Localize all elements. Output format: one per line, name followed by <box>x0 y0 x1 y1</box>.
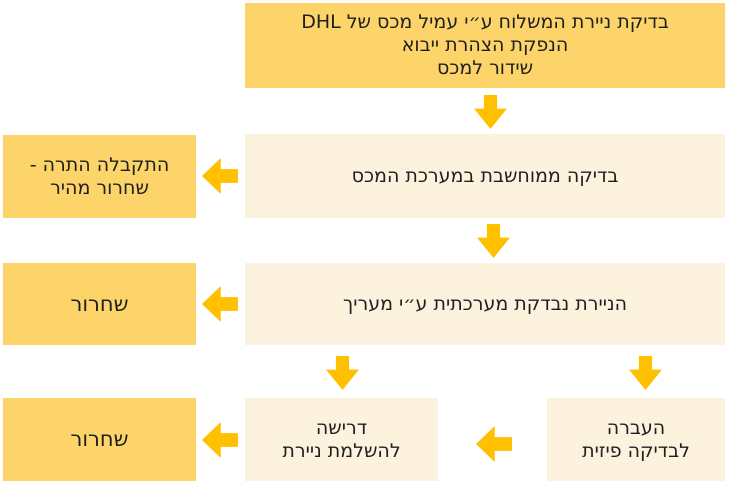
node-line: לבדיקה פיזית <box>582 439 690 462</box>
node-line: התקבלה התרה - <box>29 153 170 176</box>
node-shipment-check: בדיקת ניירת המשלוח ע״י עמיל מכס של DHL ה… <box>245 3 725 88</box>
arrow-left-icon <box>476 426 512 462</box>
node-line: שידור למכס <box>436 57 534 79</box>
arrow-down-icon <box>474 95 507 129</box>
node-assessor-check: הניירת נבדקת מערכתית ע״י מעריך <box>245 263 725 345</box>
node-line: שחרור <box>70 427 129 451</box>
node-line: שחרור מהיר <box>50 176 149 199</box>
arrow-down-icon <box>477 224 510 258</box>
node-line: דרישה <box>315 416 368 439</box>
arrow-left-icon <box>202 286 238 322</box>
node-line: הניירת נבדקת מערכתית ע״י מעריך <box>343 292 627 315</box>
node-customs-system-check: בדיקה ממוחשבת במערכת המכס <box>245 134 725 218</box>
node-fast-release: התקבלה התרה - שחרור מהיר <box>3 135 196 218</box>
node-paperwork-request: דרישה להשלמת ניירת <box>245 398 438 481</box>
node-physical-inspection: העברה לבדיקה פיזית <box>547 398 725 481</box>
arrow-left-icon <box>202 158 238 194</box>
node-line: בדיקת ניירת המשלוח ע״י עמיל מכס של DHL <box>301 11 669 33</box>
node-line: בדיקה ממוחשבת במערכת המכס <box>351 164 619 187</box>
arrow-left-icon <box>202 422 238 458</box>
node-line: הנפקת הצהרת ייבוא <box>401 34 569 56</box>
node-release-final: שחרור <box>3 398 196 481</box>
node-line: העברה <box>606 416 666 439</box>
arrow-down-icon <box>629 356 662 390</box>
arrow-down-icon <box>326 356 359 390</box>
node-line: שחרור <box>70 291 129 316</box>
node-line: להשלמת ניירת <box>282 439 401 462</box>
node-release: שחרור <box>3 263 196 345</box>
